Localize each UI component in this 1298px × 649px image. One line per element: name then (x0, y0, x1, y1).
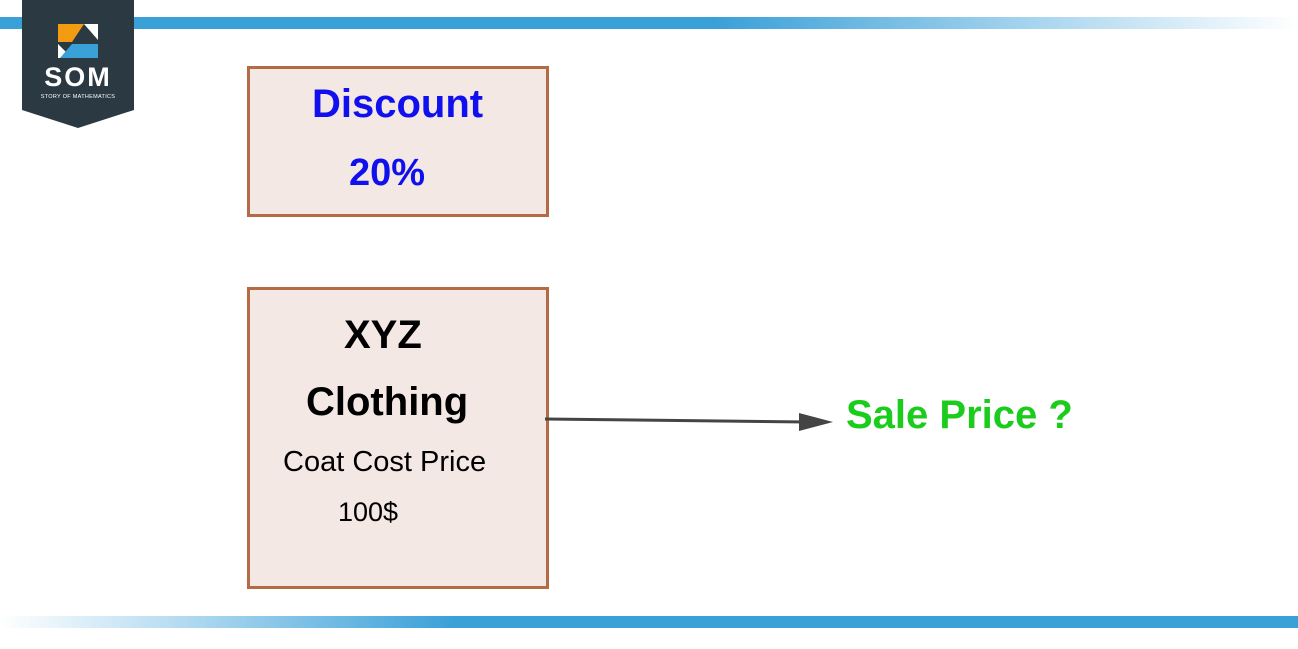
logo-badge-icon (22, 0, 134, 128)
logo-subtext: STORY OF MATHEMATICS (40, 94, 116, 100)
store-box (247, 287, 549, 589)
som-logo: SOM STORY OF MATHEMATICS (22, 0, 134, 128)
store-name-line1: XYZ (344, 313, 422, 357)
top-accent-bar (0, 17, 1298, 29)
item-label: Coat Cost Price (283, 446, 487, 478)
arrow-icon (545, 413, 833, 431)
discount-value: 20% (349, 152, 426, 194)
sale-price-label: Sale Price ? (846, 393, 1073, 437)
bottom-accent-bar (0, 616, 1298, 628)
discount-box (247, 66, 549, 217)
logo-text: SOM (44, 62, 112, 92)
store-name-line2: Clothing (306, 380, 469, 424)
discount-label: Discount (312, 82, 484, 126)
item-price: 100$ (338, 497, 399, 527)
